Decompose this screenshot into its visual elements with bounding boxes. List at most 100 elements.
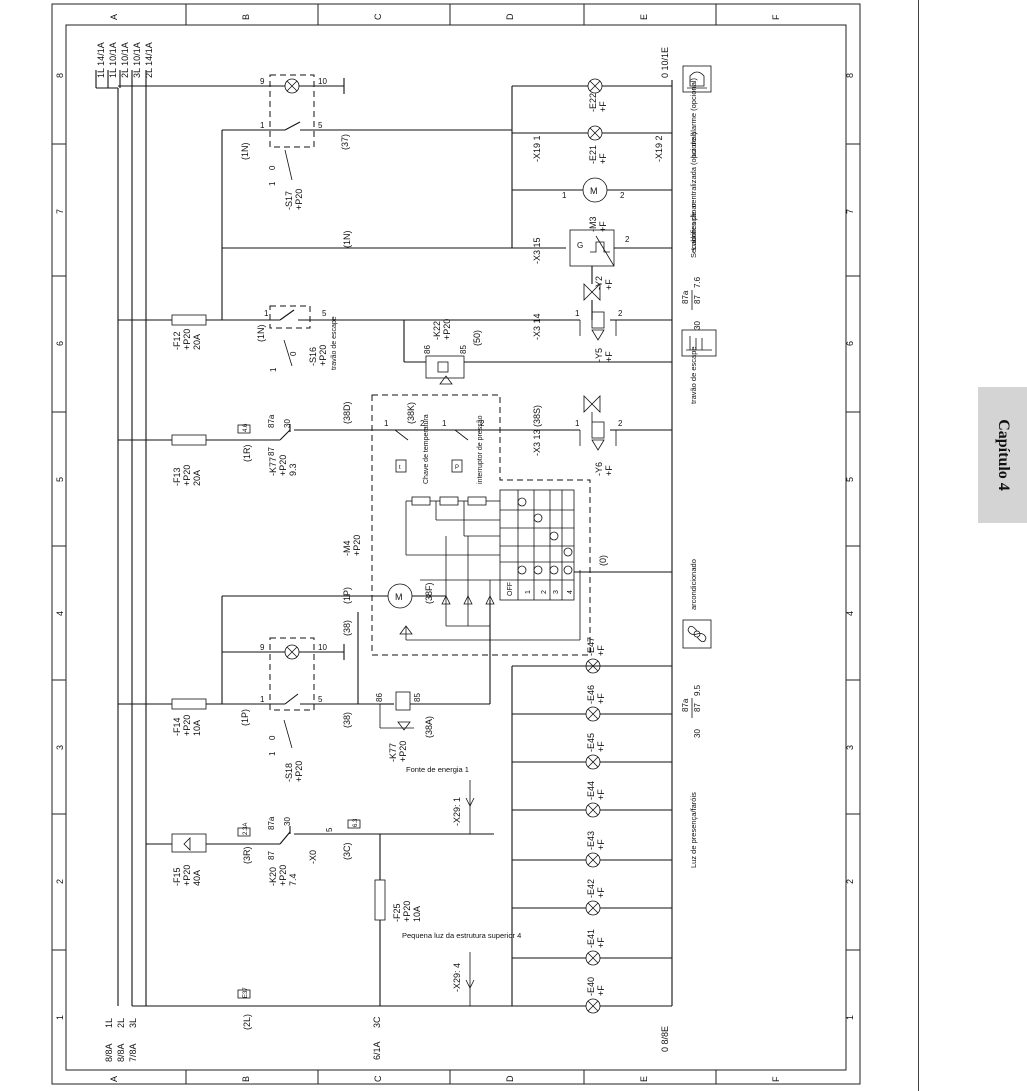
lamp-label: -E41 bbox=[586, 929, 596, 948]
s18-label: -S18 bbox=[284, 763, 294, 782]
f15-sub: +P20 bbox=[182, 865, 192, 886]
svg-text:1: 1 bbox=[269, 367, 278, 372]
x0-label: -X0 bbox=[308, 850, 318, 864]
e21-label: -E21 bbox=[588, 145, 598, 164]
wire-0: (0) bbox=[598, 555, 608, 566]
terminal-x3-14: -X3 14 bbox=[532, 313, 542, 340]
ref2-9-5: 9.5 bbox=[693, 684, 702, 696]
k77a-label: -K77 bbox=[268, 457, 278, 476]
svg-text:0: 0 bbox=[268, 735, 277, 740]
wire-38k: (38K) bbox=[406, 402, 416, 424]
m4-sub: +P20 bbox=[352, 535, 362, 556]
s18-sub: +P20 bbox=[294, 761, 304, 782]
presence-lamp: -E42+F bbox=[512, 879, 672, 916]
wire-37: (37) bbox=[340, 134, 350, 150]
m4-blower-motor: M -M4 +P20 (1P) (38F) bbox=[222, 535, 446, 609]
row-number-right: 2 bbox=[845, 879, 855, 884]
neutral-top-label: 0 10/1E bbox=[660, 47, 670, 78]
pressure-switch-caption: interruptor de pressão bbox=[477, 415, 484, 484]
svg-text:10: 10 bbox=[318, 77, 327, 86]
svg-text:2: 2 bbox=[625, 235, 630, 244]
svg-text:G: G bbox=[577, 241, 583, 250]
neutral-bottom-label: 0 8/8E bbox=[660, 1026, 670, 1052]
column-letter-top: A bbox=[109, 14, 119, 20]
terminal-x19-1: -X19 1 bbox=[532, 135, 542, 162]
lamp-label: -E42 bbox=[586, 879, 596, 898]
temp-switch-caption: Chave de temperatura bbox=[423, 414, 430, 484]
lamp-label: -E44 bbox=[586, 781, 596, 800]
wire-3c: (3C) bbox=[342, 842, 352, 860]
rail-ref-1: 8/8A bbox=[104, 1043, 114, 1062]
lamp-sub: +F bbox=[596, 693, 606, 704]
svg-text:2: 2 bbox=[480, 419, 485, 428]
f12-label: -F12 bbox=[172, 331, 182, 350]
wire-38-b: (38) bbox=[342, 712, 352, 728]
svg-text:2: 2 bbox=[420, 419, 425, 428]
rail-ref-2: 8/8A bbox=[116, 1043, 126, 1062]
presence-lamp: -E41+F bbox=[512, 929, 672, 966]
k77a-ref: 9.3 bbox=[288, 463, 298, 476]
fan-switch-matrix: OFF 1 2 3 4 (0) bbox=[499, 489, 672, 601]
ref-30: 30 bbox=[693, 321, 702, 330]
wire-1p-b: (1P) bbox=[240, 709, 250, 726]
lamp-sub: +F bbox=[596, 985, 606, 996]
wire-3r: (3R) bbox=[242, 846, 252, 864]
aircon-fan-icon bbox=[682, 619, 712, 649]
s16-label: -S16 bbox=[308, 347, 318, 366]
presence-lamp: -E45+F bbox=[512, 733, 672, 770]
presence-lamp: -E47+F bbox=[512, 637, 672, 674]
column-letter-top: C bbox=[373, 13, 383, 20]
svg-text:86: 86 bbox=[375, 693, 384, 702]
svg-text:87: 87 bbox=[267, 851, 276, 860]
small-light-caption: Pequena luz da estrutura superior 4 bbox=[402, 931, 521, 940]
svg-text:P: P bbox=[455, 465, 459, 471]
y6-sub: +F bbox=[604, 465, 614, 476]
svg-text:M: M bbox=[395, 592, 403, 602]
svg-text:85: 85 bbox=[459, 345, 468, 354]
row-number-left: 3 bbox=[55, 745, 65, 750]
c-rail-top-label: 3C bbox=[372, 1016, 382, 1028]
svg-text:5: 5 bbox=[318, 695, 323, 704]
f13-rating: 20A bbox=[192, 470, 202, 486]
tag-4-6: 4.6 bbox=[243, 423, 249, 432]
terminal-x29-1: -X29: 1 bbox=[452, 797, 462, 826]
f15-k20-circuit: 2.3A 6.3 87a 30 87 5 -F15 +P20 40A -K20 … bbox=[146, 816, 494, 886]
page-divider bbox=[918, 0, 919, 1091]
lamp-sub: +F bbox=[596, 789, 606, 800]
lamp-bank-group: -E47+F-E46+F-E45+F-E44+F-E43+F-E42+F-E41… bbox=[512, 637, 672, 1014]
x29-connectors: Fonte de energia 1 -X29: 1 Pequena luz d… bbox=[402, 765, 521, 1006]
presence-lamp: -E46+F bbox=[512, 685, 672, 722]
supply-label-5: 2L 14/1A bbox=[144, 42, 154, 78]
e22-e21-lamps: -E22 +F -E21 +F -X19 1 -X19 2 bbox=[511, 78, 672, 248]
column-letter-bottom: D bbox=[505, 1075, 515, 1082]
outer-frame bbox=[51, 3, 861, 1085]
tag-e37: E37 bbox=[243, 987, 249, 998]
svg-text:9: 9 bbox=[260, 643, 265, 652]
switch-pos-2: 2 bbox=[541, 590, 548, 594]
m3-label: -M3 bbox=[588, 217, 598, 233]
k20-ref: 7.4 bbox=[288, 873, 298, 886]
row-number-right: 7 bbox=[845, 209, 855, 214]
row-number-right: 4 bbox=[845, 611, 855, 616]
presence-lamp: -E44+F bbox=[512, 781, 672, 818]
svg-text:M: M bbox=[590, 186, 598, 196]
alarm-caption: luz de alarme (opcional) bbox=[689, 77, 698, 158]
ref2-30: 30 bbox=[693, 729, 702, 738]
power-source-caption: Fonte de energia 1 bbox=[406, 765, 469, 774]
tag-2-3a: 2.3A bbox=[243, 823, 249, 835]
svg-text:1: 1 bbox=[384, 419, 389, 428]
f12-rating: 20A bbox=[192, 334, 202, 350]
svg-text:t: t bbox=[399, 465, 401, 471]
f14-label: -F14 bbox=[172, 717, 182, 736]
supply-label-3: 2L 10/1A bbox=[120, 42, 130, 78]
k20-label: -K20 bbox=[268, 867, 278, 886]
chapter-tab[interactable]: Capítulo 4 bbox=[978, 387, 1027, 523]
switch-off-label: OFF bbox=[507, 582, 514, 596]
supply-top-labels: 1L 14/1A 1L 10/1A 2L 10/1A 3L 10/1A 2L 1… bbox=[96, 42, 154, 78]
svg-text:2: 2 bbox=[618, 309, 623, 318]
svg-text:30: 30 bbox=[283, 419, 292, 428]
presence-lamp: -E40+F bbox=[512, 977, 672, 1014]
f25-label: -F25 bbox=[392, 903, 402, 922]
